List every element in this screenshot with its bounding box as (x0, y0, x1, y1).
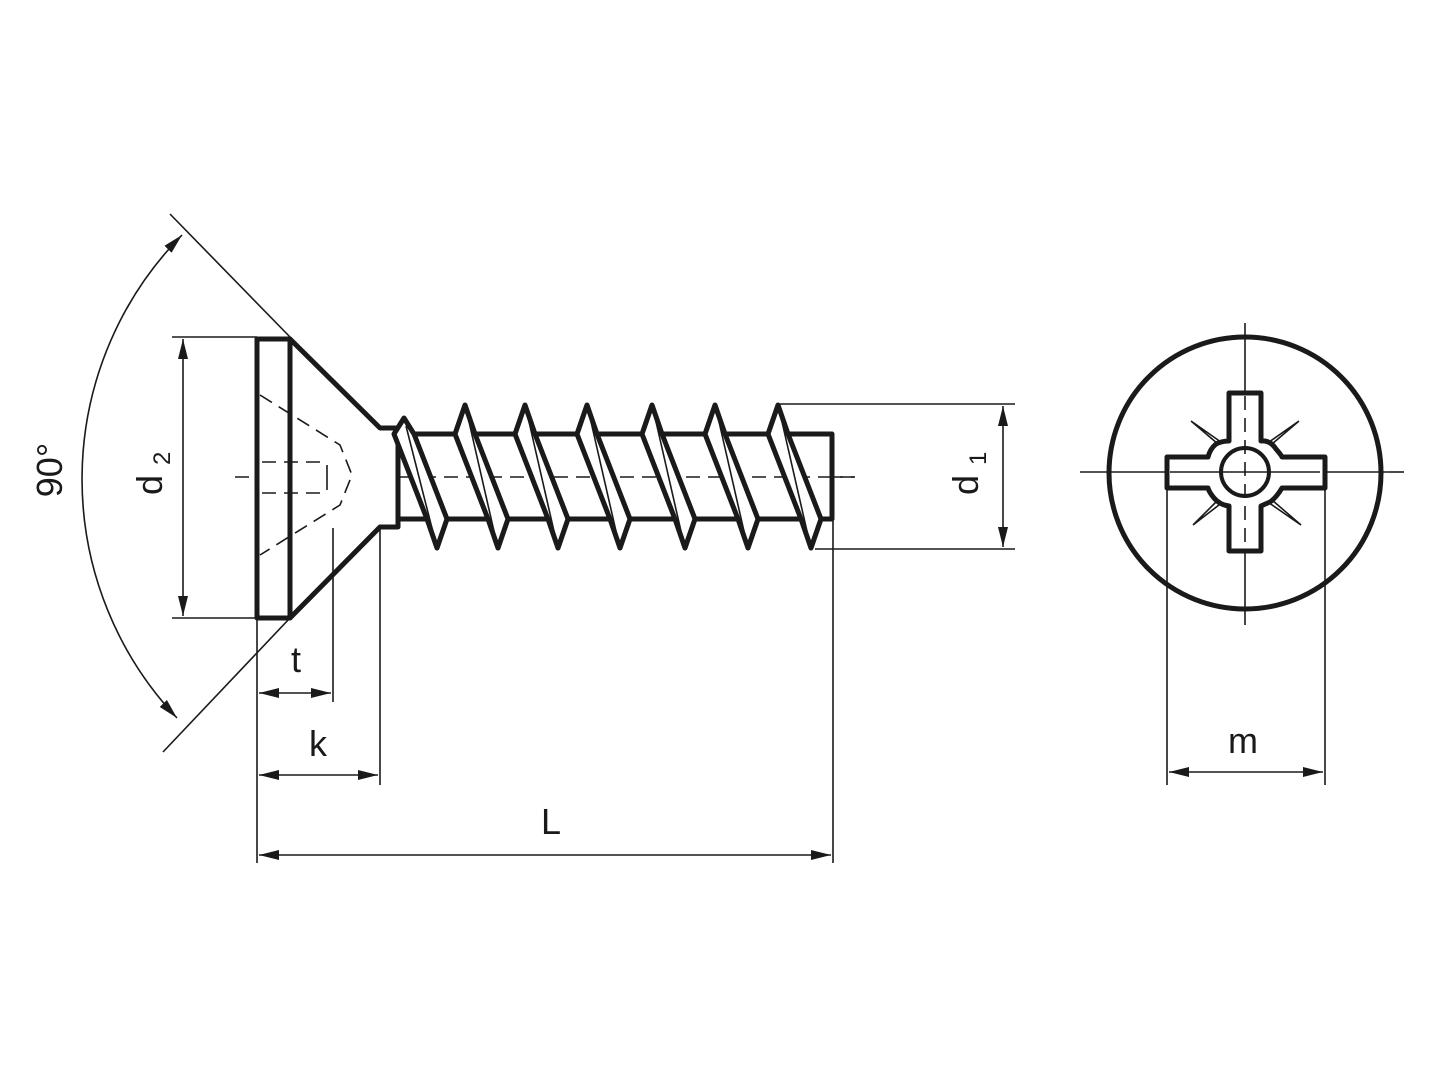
thread-crest-line (466, 412, 497, 541)
d2-label: d 2 (129, 452, 176, 495)
head-outline-circle (1106, 334, 1384, 612)
svg-text:d: d (945, 475, 986, 495)
recess-hidden-slot (262, 461, 320, 494)
t-label: t (291, 639, 301, 680)
head-top-view: m (1080, 323, 1412, 785)
side-view (235, 336, 855, 621)
dimensions: 90° d 2 t k L d 1 (29, 213, 1015, 863)
svg-text:2: 2 (149, 452, 176, 465)
countersunk-head (287, 336, 401, 621)
angle-dimension-arc (81, 234, 183, 719)
thread-crest-line (405, 425, 436, 541)
m-label: m (1228, 720, 1258, 761)
thread-crest-line (779, 412, 810, 541)
thread-crest-line (526, 412, 557, 541)
k-label: k (309, 723, 328, 764)
d1-label: d 1 (945, 452, 992, 495)
L-label: L (541, 801, 561, 842)
svg-text:1: 1 (965, 452, 992, 465)
thread-crest-line (588, 412, 619, 541)
svg-text:d: d (129, 475, 170, 495)
threads (391, 402, 824, 551)
thread-crest-line (653, 412, 684, 541)
head-top-face (254, 336, 293, 621)
thread-crest-line (716, 412, 747, 541)
angle-label: 90° (29, 443, 70, 497)
pozidriv-star-lines (1190, 420, 1302, 526)
